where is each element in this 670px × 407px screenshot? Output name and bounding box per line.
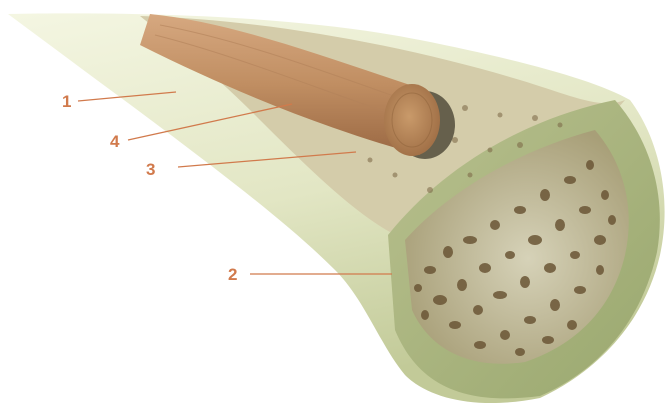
callout-label-1: 1 [62, 92, 71, 111]
callout-label-4: 4 [110, 132, 120, 151]
callout-label-2: 2 [228, 265, 237, 284]
callout-label-3: 3 [146, 160, 155, 179]
